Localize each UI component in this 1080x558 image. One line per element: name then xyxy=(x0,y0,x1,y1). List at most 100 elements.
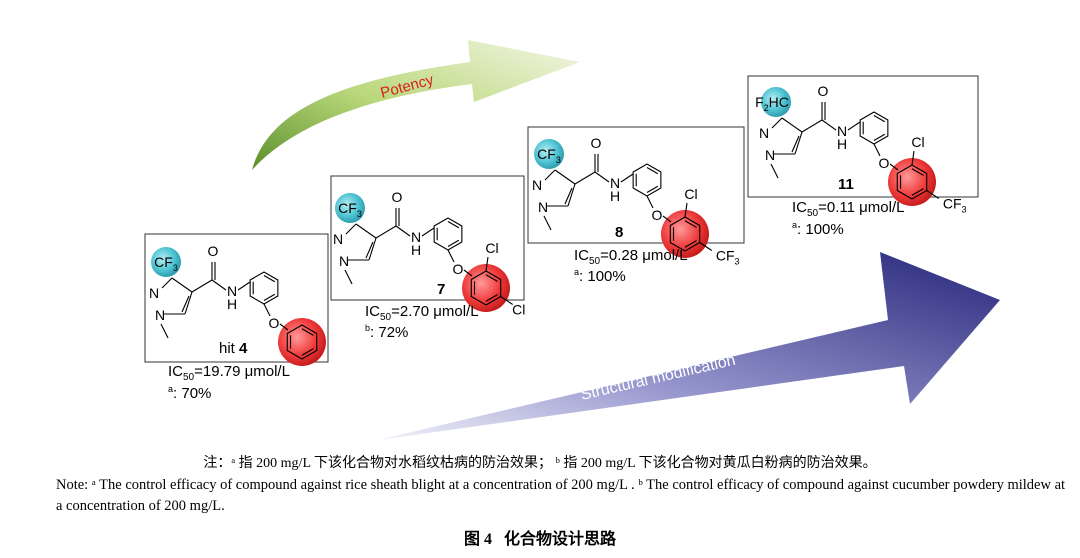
para-bond xyxy=(926,190,940,199)
pyrazole-bond xyxy=(365,241,374,259)
ic50-hit4: IC50=19.79 μmol/L xyxy=(168,363,290,383)
ether-o: O xyxy=(269,315,280,331)
cl-bond xyxy=(911,150,915,166)
pyrazole-n1: N xyxy=(155,307,165,323)
pyrazole-bond xyxy=(544,169,556,181)
f2hc-group: F2HC xyxy=(755,94,789,113)
ic50-7: IC50=2.70 μmol/L xyxy=(365,303,479,323)
note-english: Note: ᵃ The control efficacy of compound… xyxy=(56,477,1066,514)
aromatic-bond xyxy=(263,275,276,283)
compound-box-hit4 xyxy=(144,233,329,363)
aromatic-bond xyxy=(646,167,659,175)
efficacy-11: a: 100% xyxy=(792,220,844,238)
methyl-bond xyxy=(543,215,552,231)
chloro-substituent: Cl xyxy=(485,240,498,256)
amide-bond xyxy=(211,279,227,291)
amide-bond xyxy=(821,119,837,131)
pyrazole-bond xyxy=(781,117,803,133)
top-group-highlight xyxy=(335,193,365,223)
cf3-group: CF3 xyxy=(338,200,362,219)
ic50-11: IC50=0.11 μmol/L xyxy=(792,199,905,219)
pyrazole-n2: N xyxy=(532,177,542,193)
phenoxy-highlight xyxy=(661,210,709,258)
aromatic-bond xyxy=(873,115,886,123)
pyrazole-bond xyxy=(171,277,193,293)
amide-bond xyxy=(421,227,435,237)
amide-h: H xyxy=(411,242,421,258)
para-bond xyxy=(500,296,514,305)
aromatic-bond xyxy=(447,239,460,247)
ether-bond xyxy=(447,249,455,263)
pyrazole-bond xyxy=(161,277,173,289)
phenyl-ring xyxy=(632,163,662,197)
pyrazole-bond xyxy=(791,135,800,153)
phenyl-ring xyxy=(859,111,889,145)
phenoxy-highlight xyxy=(888,158,936,206)
chloro-substituent: Cl xyxy=(911,134,924,150)
efficacy-7: b: 72% xyxy=(365,323,409,341)
cf3-para: CF3 xyxy=(943,196,967,215)
compound-name-11: 11 xyxy=(838,176,854,193)
phenoxy-ring xyxy=(896,164,928,200)
top-group-highlight xyxy=(761,87,791,117)
pyrazole-bond xyxy=(184,291,193,315)
aromatic-bond xyxy=(646,185,659,193)
amide-bond xyxy=(237,281,251,291)
pyrazole-n2: N xyxy=(759,125,769,141)
chloro-para: Cl xyxy=(512,302,525,318)
amide-n: N xyxy=(227,283,237,299)
compound-name-7: 7 xyxy=(437,281,446,298)
phenoxy-highlight xyxy=(462,264,510,312)
amide-bond xyxy=(620,173,634,183)
aromatic-bond xyxy=(485,274,498,282)
aromatic-bond xyxy=(485,294,498,302)
pyrazole-bond xyxy=(794,131,803,155)
structural-modification-arrow xyxy=(378,252,1000,440)
pyrazole-bond xyxy=(345,223,357,235)
ether-bond xyxy=(463,269,473,277)
amide-bond xyxy=(191,279,213,293)
aromatic-bond xyxy=(873,133,886,141)
ether-bond xyxy=(646,195,654,209)
amide-bond xyxy=(574,171,596,185)
compound-name-hit4: hit 4 xyxy=(219,340,248,357)
pyrazole-bond xyxy=(181,295,190,313)
phenoxy-ring xyxy=(286,324,318,360)
amide-h: H xyxy=(837,136,847,152)
aromatic-bond xyxy=(447,221,460,229)
carbonyl-o: O xyxy=(392,189,403,205)
cf3-group: CF3 xyxy=(154,254,178,273)
amide-n: N xyxy=(411,229,421,245)
top-group-highlight xyxy=(534,139,564,169)
pyrazole-n1: N xyxy=(538,199,548,215)
para-bond xyxy=(699,242,713,251)
pyrazole-n2: N xyxy=(149,285,159,301)
aromatic-bond xyxy=(911,168,924,176)
amide-bond xyxy=(847,121,861,131)
aromatic-bond xyxy=(684,220,697,228)
aromatic-bond xyxy=(911,188,924,196)
compound-box-7 xyxy=(330,175,525,301)
aromatic-bond xyxy=(684,240,697,248)
methyl-bond xyxy=(344,269,353,285)
cl-bond xyxy=(485,256,489,272)
amide-h: H xyxy=(227,296,237,312)
amide-bond xyxy=(594,171,610,183)
ether-bond xyxy=(662,215,672,223)
carbonyl-o: O xyxy=(818,83,829,99)
pyrazole-n2: N xyxy=(333,231,343,247)
pyrazole-bond xyxy=(355,223,377,239)
chloro-substituent: Cl xyxy=(684,186,697,202)
amide-n: N xyxy=(837,123,847,139)
pyrazole-n1: N xyxy=(765,147,775,163)
aromatic-bond xyxy=(301,328,314,336)
pyrazole-n1: N xyxy=(339,253,349,269)
compound-name-8: 8 xyxy=(615,224,624,241)
amide-n: N xyxy=(610,175,620,191)
cf3-para: CF3 xyxy=(716,248,740,267)
